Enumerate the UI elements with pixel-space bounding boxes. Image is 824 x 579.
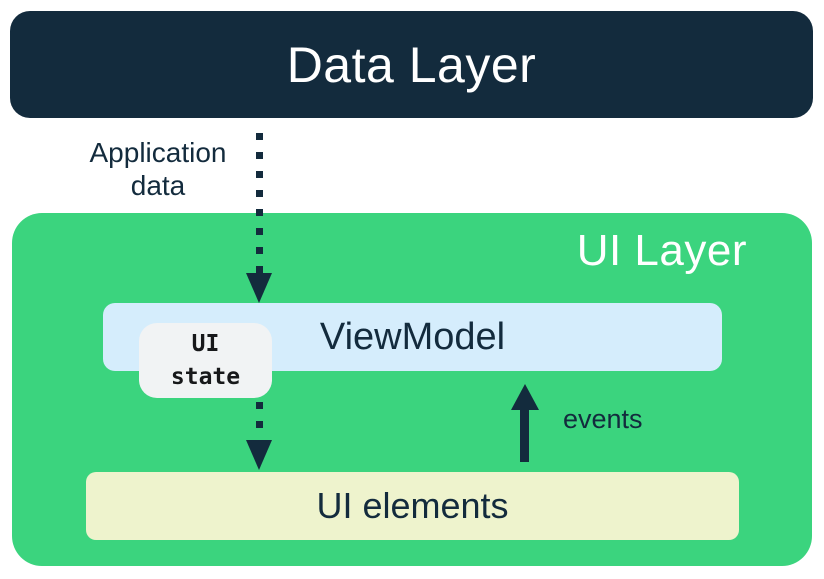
application-data-label: Application data [70, 136, 246, 202]
ui-state-chip-line2: state [170, 363, 241, 390]
events-arrow-head-icon [511, 384, 539, 410]
application-data-arrow-line [256, 133, 263, 273]
ui-layer-label: UI Layer [576, 226, 747, 275]
ui-state-arrow-head-icon [246, 440, 272, 470]
events-label: events [563, 404, 643, 434]
application-data-arrow-head-icon [246, 273, 272, 303]
events-arrow-shaft [520, 408, 529, 462]
ui-state-arrow-line [256, 402, 263, 442]
ui-elements-box: UI elements [86, 472, 739, 540]
viewmodel-label: ViewModel [319, 315, 506, 358]
ui-state-chip-line1: UI [191, 330, 220, 357]
application-data-label-line1: Application [89, 137, 227, 168]
ui-elements-label: UI elements [316, 485, 509, 526]
ui-state-chip: UI state [139, 323, 272, 398]
application-data-label-line2: data [130, 170, 186, 201]
data-layer-box: Data Layer [10, 11, 813, 118]
data-layer-label: Data Layer [286, 36, 537, 93]
